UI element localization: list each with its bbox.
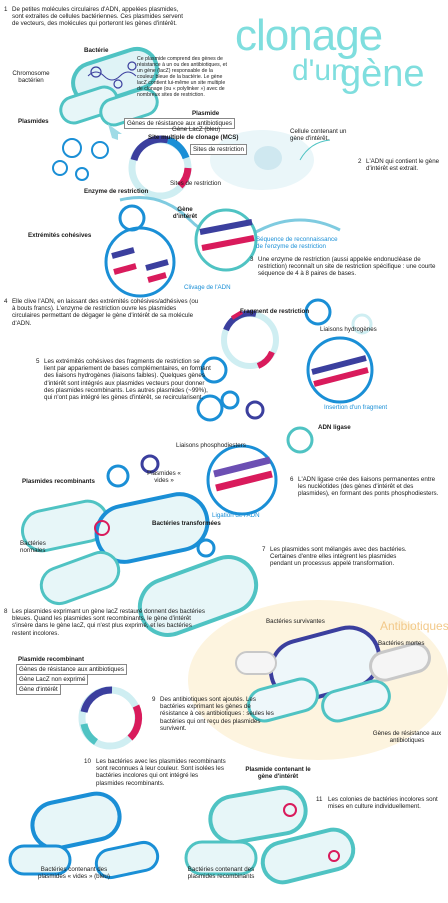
recombinant-diagram <box>78 686 143 750</box>
label-plasmide-contenant: Plasmide contenant le gène d'intérêt <box>245 766 311 781</box>
label-chromosome: Chromosome bactérien <box>12 70 50 85</box>
step8-number: 8 <box>4 608 8 615</box>
step5-number: 5 <box>36 358 40 365</box>
label-extremites: Extrémités cohésives <box>28 232 92 239</box>
step11-text: Les colonies de bactéries incolores sont… <box>328 796 438 811</box>
label-plasmides-recomb: Plasmides recombinants <box>22 478 95 485</box>
label-enzyme: Enzyme de restriction <box>84 188 149 195</box>
label-bact-recomb: Bactéries contenant des plasmides recomb… <box>187 866 255 881</box>
step4-number: 4 <box>4 298 8 305</box>
step7-text: Les plasmides sont mélangés avec des bac… <box>270 546 407 568</box>
label-ligation: Ligation de l'ADN <box>212 512 260 519</box>
step6-number: 6 <box>290 476 294 483</box>
title-line3: gène <box>340 53 425 95</box>
label-sites-restriction2: Sites de restriction <box>170 180 221 187</box>
arrow-step1 <box>108 124 122 140</box>
label-plasmides-vides: Plasmides « vides » <box>147 470 181 485</box>
recombinant-plasmids <box>196 310 279 422</box>
pr-line3: Gène d'intérêt <box>16 684 61 696</box>
step11-number: 11 <box>316 796 323 803</box>
label-plasmides: Plasmides <box>18 118 49 125</box>
label-clivage: Clivage de l'ADN <box>184 284 231 291</box>
label-sequence: Séquence de reconnaissance de l'enzyme d… <box>256 236 338 251</box>
label-genes-resistance: Gènes de résistance aux antibiotiques <box>372 730 442 745</box>
open-plasmid <box>118 204 146 232</box>
label-lacz: Gène LacZ (bleu) <box>172 126 221 133</box>
label-plasmide: Plasmide <box>192 110 220 117</box>
fragment-plasmid <box>304 298 373 335</box>
label-bacteries-normales: Bactéries normales <box>20 540 46 555</box>
step9-number: 9 <box>152 696 156 703</box>
step2-number: 2 <box>358 158 362 165</box>
label-antibiotiques: Antibiotiques <box>380 619 448 633</box>
title-line2: d'un <box>292 54 348 87</box>
plasmids-small <box>52 138 109 181</box>
step8-text: Les plasmides exprimant un gène lacZ res… <box>12 608 205 637</box>
step9-text: Des antibiotiques sont ajoutés. Les bact… <box>160 696 274 732</box>
ligation-zoom <box>206 426 314 516</box>
label-mcs: Site multiple de clonage (MCS) <box>148 134 239 141</box>
label-gene-interet: Gène d'intérêt <box>172 206 198 221</box>
bacteria-step7 <box>21 454 259 637</box>
label-sites-restriction: Sites de restriction <box>190 144 247 156</box>
insertion-zoom <box>306 336 374 404</box>
step5-text: Les extrémités cohésives des fragments d… <box>44 358 211 402</box>
step1-number: 1 <box>4 6 8 13</box>
label-liaisons-h: Liaisons hydrogènes <box>320 326 377 333</box>
bacteria-final <box>8 785 356 885</box>
step3-number: 3 <box>250 256 254 263</box>
label-resistance: Gènes de résistance aux antibiotiques <box>124 118 235 130</box>
step10-text: Les bactéries avec les plasmides recombi… <box>96 758 226 787</box>
label-bacteries-transformees: Bactéries transformées <box>152 520 221 527</box>
title-line1: clonage <box>235 11 383 60</box>
label-cellule: Cellule contenant un gène d'intérêt. <box>290 128 347 143</box>
step2-text: L'ADN qui contient le gène d'intérêt est… <box>366 158 440 173</box>
label-bacteries-survivantes: Bactéries survivantes <box>266 618 325 625</box>
label-liaisons-p: Liaisons phosphodiesters <box>176 442 246 449</box>
label-plasmide-recomb-title: Plasmide recombinant <box>18 656 85 663</box>
plasmid-diagram <box>128 135 192 200</box>
label-bact-vides: Bactéries contenant des plasmides « vide… <box>38 866 110 881</box>
restriction-zoom <box>194 208 258 272</box>
plasmide-note: Ce plasmide comprend des gènes de résist… <box>137 56 227 98</box>
step10-number: 10 <box>84 758 91 765</box>
step6-text: L'ADN ligase crée des liaisons permanent… <box>298 476 439 498</box>
label-insertion: Insertion d'un fragment <box>324 404 388 411</box>
label-adn-ligase: ADN ligase <box>318 424 351 431</box>
cleavage-zoom <box>104 226 176 298</box>
step7-number: 7 <box>262 546 266 553</box>
antibiotic-region <box>188 600 448 760</box>
step3-text: Une enzyme de restriction (aussi appelée… <box>258 256 436 278</box>
label-bacteries-mortes: Bactéries mortes <box>378 640 425 647</box>
step1-text: De petites molécules circulaires d'ADN, … <box>12 6 183 28</box>
label-fragment: Fragment de restriction <box>240 308 310 315</box>
step4-text: Elle clive l'ADN, en laissant des extrém… <box>12 298 199 327</box>
label-bacterie: Bactérie <box>84 47 109 54</box>
